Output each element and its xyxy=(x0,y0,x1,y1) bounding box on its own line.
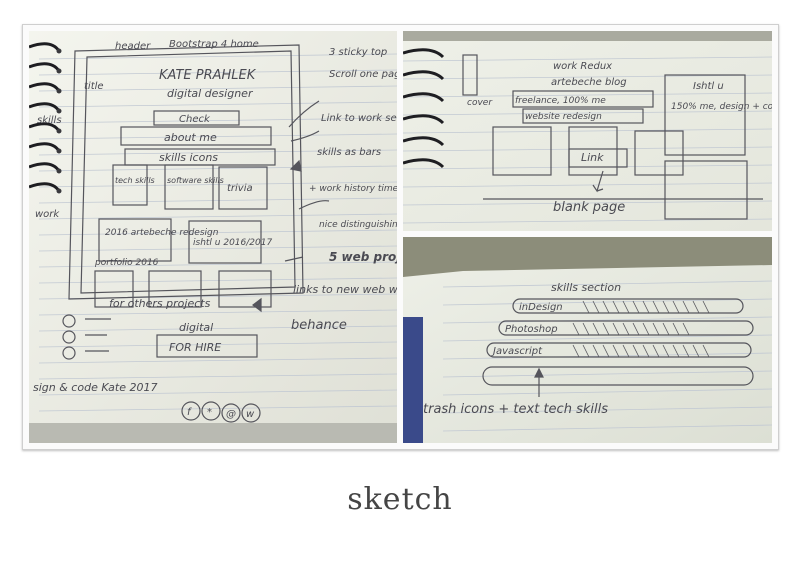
caption: sketch xyxy=(347,482,453,517)
notebook-photo-bottom-right: skills section inDesign Photoshop Javasc… xyxy=(403,237,772,443)
sketch-about-me: about me xyxy=(164,131,217,144)
note-website-redesign: website redesign xyxy=(525,112,602,122)
note-trash-icons: trash icons + text tech skills xyxy=(423,402,608,417)
note-header: header xyxy=(115,41,151,52)
notebook-sketch-left: header Bootstrap 4 home 3 sticky top tit… xyxy=(29,31,397,443)
notebook-sketch-bottom-right: skills section inDesign Photoshop Javasc… xyxy=(403,237,772,443)
collage-frame: header Bootstrap 4 home 3 sticky top tit… xyxy=(22,24,779,450)
sketch-footer: sign & code Kate 2017 xyxy=(33,381,157,394)
box-portfolio: portfolio 2016 xyxy=(94,258,159,268)
sketch-role: digital designer xyxy=(167,87,254,100)
notebook-photo-top-right: work Redux artebeche blog Ishtl u freela… xyxy=(403,31,772,231)
note-title: title xyxy=(84,81,104,92)
skill-bar-2: Photoshop xyxy=(505,324,558,335)
box-tech-skills: tech skills xyxy=(115,176,155,185)
box-trivia: trivia xyxy=(227,183,253,194)
note-work-cover: cover xyxy=(467,98,493,108)
sketch-name: KATE PRAHLEK xyxy=(159,68,257,83)
skill-bar-1: inDesign xyxy=(519,302,563,313)
skill-bar-3: Javascript xyxy=(491,346,543,357)
sketch-skills-icons: skills icons xyxy=(159,151,218,164)
note-scroll: Scroll one page xyxy=(329,69,397,80)
note-links: links to new web with details xyxy=(293,283,397,296)
side-skills: skills xyxy=(37,115,62,126)
note-top-title: Bootstrap 4 home xyxy=(169,39,259,50)
note-ishtl: Ishtl u xyxy=(693,81,724,92)
note-work-history: + work history timeline xyxy=(309,184,397,194)
note-artebeche-blog: artebeche blog xyxy=(551,77,627,88)
note-design-code: 150% me, design + code xyxy=(671,102,772,112)
note-freelance: freelance, 100% me xyxy=(515,96,606,106)
sketch-check-button: Check xyxy=(179,114,211,125)
box-software-skills: software skills xyxy=(167,176,224,185)
note-others-projects: for others projects xyxy=(109,297,211,310)
social-icon-f: f xyxy=(187,407,192,418)
notebook-photo-left: header Bootstrap 4 home 3 sticky top tit… xyxy=(29,31,397,443)
note-sticky-top: 3 sticky top xyxy=(329,47,387,58)
sketch-for-hire: FOR HIRE xyxy=(169,341,221,354)
note-nice: nice distinguishing xyxy=(319,220,397,230)
notebook-sketch-top-right: work Redux artebeche blog Ishtl u freela… xyxy=(403,31,772,231)
box-project-1: 2016 artebeche redesign xyxy=(105,228,219,238)
note-work-redux: work Redux xyxy=(553,61,612,72)
note-link-work: Link to work section xyxy=(321,113,397,124)
social-icon-star: * xyxy=(207,407,212,418)
note-skills-bars: skills as bars xyxy=(317,147,381,158)
social-icon-w: w xyxy=(246,409,255,420)
side-work: work xyxy=(35,209,60,220)
sketch-digital: digital xyxy=(179,321,213,334)
social-icon-at: @ xyxy=(226,409,236,420)
note-web-projects: 5 web projects xyxy=(329,250,397,264)
note-link: Link xyxy=(581,151,604,164)
note-skills-section: skills section xyxy=(551,281,621,294)
note-behance: behance xyxy=(291,318,347,333)
box-project-2: ishtl u 2016/2017 xyxy=(193,238,272,248)
note-blank-page: blank page xyxy=(553,200,625,215)
